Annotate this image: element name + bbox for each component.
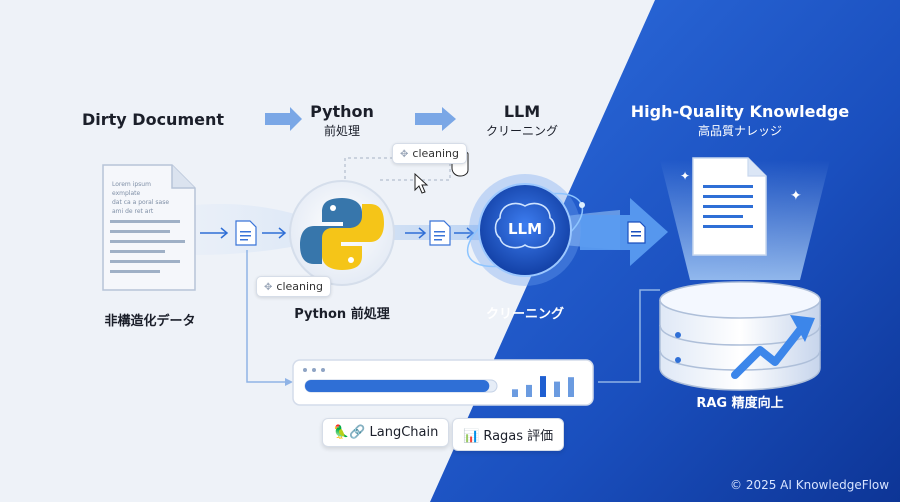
mini-bar — [540, 376, 546, 397]
header-llm-sub: クリーニング — [485, 124, 558, 138]
connector-to-db — [598, 289, 660, 383]
label-rag: RAG 精度向上 — [696, 396, 784, 411]
header-llm: LLM — [503, 102, 541, 121]
cleaning-chip-top[interactable]: ✥cleaning — [392, 143, 467, 164]
llm-badge: LLM — [507, 220, 543, 238]
connector-to-progress — [246, 250, 285, 383]
document-line: exmplate — [112, 190, 141, 197]
header-python-sub: 前処理 — [323, 124, 360, 138]
parrot-chain-icon: 🦜🔗 — [333, 425, 366, 440]
mini-bar — [554, 381, 560, 397]
small-doc-2 — [429, 220, 451, 246]
langchain-button[interactable]: 🦜🔗 LangChain — [322, 418, 450, 447]
dashed-connectors — [344, 157, 451, 185]
ragas-button[interactable]: 📊 Ragas 評価 — [452, 418, 565, 451]
progress-panel — [292, 359, 594, 406]
label-unstructured-data: 非構造化データ — [104, 314, 196, 329]
mini-bar — [526, 384, 532, 397]
header-arrows — [265, 107, 456, 131]
cleaning-chip-left[interactable]: ✥cleaning — [256, 276, 331, 297]
sparkle-icon: ✦ — [680, 169, 690, 183]
header-dirty-document: Dirty Document — [81, 110, 224, 129]
dirty-document-icon — [102, 164, 196, 291]
llm-brain-icon — [466, 174, 585, 286]
sparkle-icon-2: ✦ — [790, 188, 802, 204]
header-high-quality: High-Quality Knowledge — [630, 102, 850, 121]
mini-bar — [568, 377, 574, 397]
mini-bar-chart — [512, 376, 574, 397]
document-line: ami de ret art — [112, 208, 154, 215]
big-arrow — [580, 198, 668, 266]
move-icon: ✥ — [400, 149, 409, 160]
progress-bar-fill — [305, 380, 490, 392]
document-line: Lorem ipsum — [112, 181, 151, 188]
footer-copyright: © 2025 AI KnowledgeFlow — [730, 478, 890, 492]
knowledge-document-icon: ✦ ✦ — [660, 157, 830, 280]
document-text: Lorem ipsum exmplate dat ca a poral sase… — [112, 180, 192, 216]
small-doc-1 — [235, 220, 257, 246]
chip-label: cleaning — [412, 147, 459, 160]
flow-small-arrows — [200, 227, 475, 239]
chart-icon: 📊 — [463, 429, 480, 444]
header-python: Python — [310, 102, 374, 121]
label-cleaning: クリーニング — [485, 307, 564, 322]
chip-label: cleaning — [276, 280, 323, 293]
label-python-process: Python 前処理 — [294, 307, 390, 322]
ragas-label: Ragas 評価 — [483, 429, 554, 444]
python-logo-icon — [289, 180, 395, 286]
move-icon: ✥ — [264, 282, 273, 293]
trend-up-icon — [731, 315, 815, 379]
cursor-icon — [414, 172, 429, 194]
mini-bar — [512, 389, 518, 397]
langchain-label: LangChain — [369, 425, 439, 440]
database-icon — [659, 281, 821, 391]
document-line: dat ca a poral sase — [112, 199, 170, 206]
header-high-quality-sub: 高品質ナレッジ — [697, 124, 782, 138]
small-doc-3 — [627, 221, 646, 244]
